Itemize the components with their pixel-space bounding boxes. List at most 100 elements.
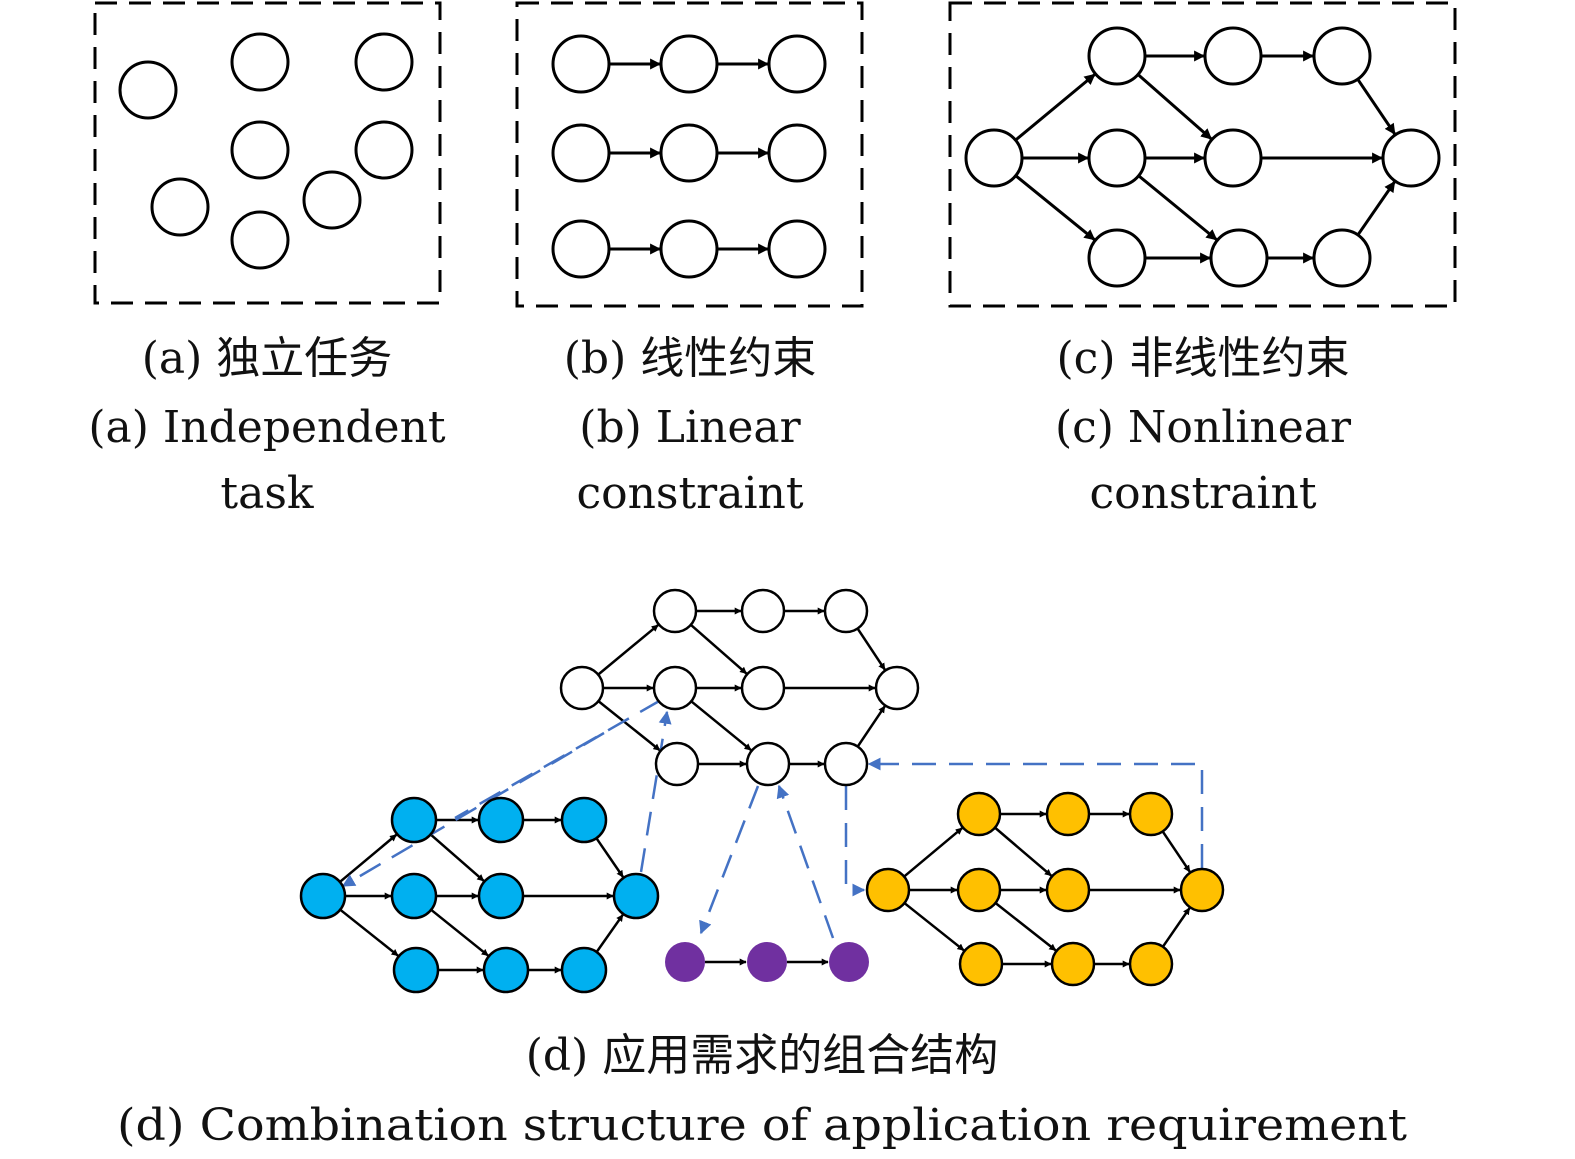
group-blue-node-1 [390,796,438,844]
caption-c-en-line2: constraint [1089,468,1316,519]
panel-b-node-4 [659,123,719,183]
group-white-node-3 [823,588,869,634]
group-blue-edge-6 [595,837,625,878]
group-purple-node-1 [747,942,787,982]
group-white-edge-5 [689,623,748,675]
caption-c-cn: (c) 非线性约束 [1057,333,1350,384]
group-purple-node-2 [829,942,869,982]
group-yellow-node-8 [1050,941,1096,987]
panel-c-node-6 [1381,128,1441,188]
panel-c-node-1 [1087,26,1147,86]
group-blue-edge-5 [429,833,485,882]
group-blue-node-7 [392,946,440,994]
group-white-edge-2 [597,700,661,752]
panel-c-node-8 [1209,228,1269,288]
caption-b-en-line1: (b) Linear [579,402,801,453]
group-blue-node-5 [477,872,525,920]
caption-d-cn: (d) 应用需求的组合结构 [526,1030,998,1081]
group-white-node-9 [823,741,869,787]
group-white-edge-0 [597,624,659,676]
panel-b-node-6 [551,219,611,279]
caption-a-en-line1: (a) Independent [88,402,446,453]
panel-a-node-1 [230,32,290,92]
panel-c-node-4 [1087,128,1147,188]
group-blue-node-6 [612,872,660,920]
group-yellow-edge-0 [903,827,963,878]
panel-b-node-7 [659,219,719,279]
caption-a-cn: (a) 独立任务 [142,333,393,384]
group-white-edge-9 [690,700,752,752]
group-blue-node-2 [477,796,525,844]
group-yellow-edge-6 [1161,830,1191,873]
group-blue-edge-0 [339,833,398,883]
panel-c-node-9 [1312,228,1372,288]
group-white-node-1 [652,588,698,634]
group-white-node-8 [745,741,791,787]
panel-a-frame [93,1,442,305]
panel-b-node-3 [551,123,611,183]
caption-b-en-line2: constraint [576,468,803,519]
panel-c-node-2 [1203,26,1263,86]
panel-c-edge-0 [1014,73,1096,142]
group-blue-node-9 [560,946,608,994]
group-white-node-2 [740,588,786,634]
panel-a-node-4 [354,120,414,180]
panel-b-frame [515,1,864,308]
group-purple-node-0 [665,942,705,982]
group-white-edge-6 [856,627,886,671]
group-blue-node-4 [390,872,438,920]
panel-c-edge-9 [1137,174,1218,241]
group-white-node-4 [652,665,698,711]
group-yellow-edge-2 [903,902,965,952]
group-blue-edge-12 [595,914,624,953]
group-white-node-6 [874,665,920,711]
panel-d-graph [299,588,1225,994]
group-yellow-node-1 [956,791,1002,837]
group-yellow-node-2 [1045,791,1091,837]
group-white-node-7 [654,741,700,787]
panel-a-node-3 [230,120,290,180]
group-blue-edge-2 [339,908,399,957]
caption-b-cn: (b) 线性约束 [564,333,816,384]
panel-a-node-0 [118,60,178,120]
link-white-to-yellow [844,786,866,897]
group-yellow-edge-5 [994,826,1053,877]
panel-b-graph [551,34,827,279]
caption-d-en: (d) Combination structure of application… [117,1100,1407,1151]
group-white-edge-12 [856,705,886,748]
link-white-to-purple [699,785,760,935]
panel-a-node-2 [354,32,414,92]
panel-c-node-3 [1312,26,1372,86]
group-yellow-node-0 [865,867,911,913]
panel-a-node-5 [150,177,210,237]
panel-c-node-7 [1087,228,1147,288]
caption-a-en-line2: task [220,468,313,519]
panel-c-graph [964,26,1441,288]
panel-a-graph [118,32,414,270]
group-blue-node-8 [482,946,530,994]
panel-b-node-5 [767,123,827,183]
group-blue-node-0 [299,872,347,920]
panel-c-edge-2 [1014,174,1096,241]
panel-a-node-7 [230,210,290,270]
link-purple-to-white [776,784,835,939]
group-yellow-node-9 [1128,941,1174,987]
panel-a-node-6 [302,170,362,230]
group-yellow-node-4 [956,867,1002,913]
group-blue-edge-9 [430,908,489,957]
group-white-node-0 [559,665,605,711]
group-blue-node-3 [560,796,608,844]
panel-c-node-0 [964,128,1024,188]
group-yellow-edge-12 [1161,907,1191,948]
panel-b-node-0 [551,34,611,94]
group-white-node-5 [740,665,786,711]
panel-c-edge-6 [1356,78,1396,135]
panel-c-edge-12 [1356,180,1396,236]
panel-b-node-1 [659,34,719,94]
panel-c-frame [948,1,1457,308]
link-white-to-blue-secondary [454,698,662,820]
group-yellow-edge-9 [994,902,1057,952]
panel-c-node-5 [1203,128,1263,188]
panel-b-node-2 [767,34,827,94]
